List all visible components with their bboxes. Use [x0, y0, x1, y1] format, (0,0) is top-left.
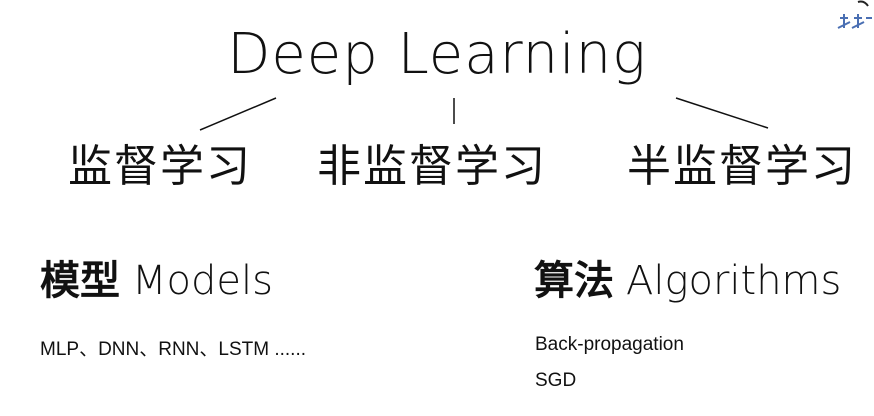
branch-unsupervised-learning: 非监督学习 [317, 141, 547, 192]
connector-right [675, 97, 769, 129]
branch-semi-supervised-learning: 半监督学习 [627, 141, 857, 192]
algorithms-heading: 算法 Algorithms [534, 248, 841, 306]
models-heading-zh: 模型 [40, 258, 120, 304]
algorithms-heading-en: Algorithms [626, 258, 842, 304]
algorithm-item-backprop: Back-propagation [535, 334, 684, 355]
models-list: MLP、DNN、RNN、LSTM ...... [40, 339, 307, 360]
corner-logo-icon [830, 0, 874, 40]
connector-left [199, 97, 277, 131]
algorithms-heading-zh: 算法 [534, 258, 614, 304]
models-heading-en: Models [132, 258, 273, 304]
models-heading: 模型 Models [40, 248, 273, 306]
algorithm-item-sgd: SGD [535, 370, 577, 391]
diagram-title: Deep Learning [227, 22, 647, 87]
branch-supervised-learning: 监督学习 [68, 141, 252, 192]
